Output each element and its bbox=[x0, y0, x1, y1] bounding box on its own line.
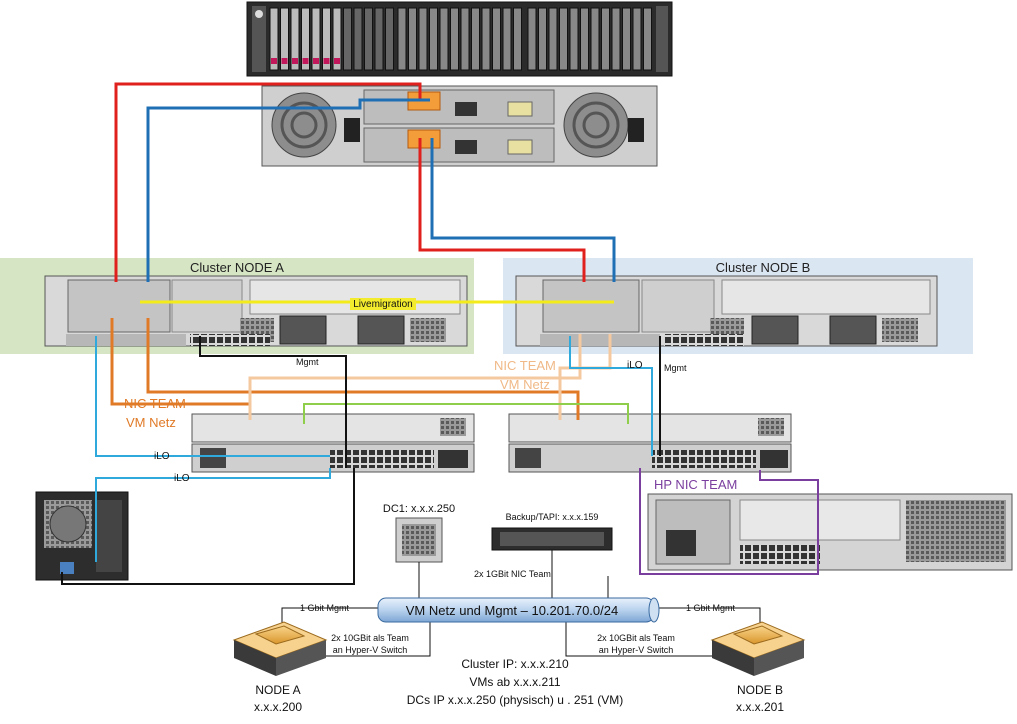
server-node-b bbox=[515, 275, 938, 347]
ilo-label-switch: iLO bbox=[154, 451, 170, 462]
nic-team-b-label: NIC TEAM bbox=[494, 358, 556, 373]
switch-right bbox=[508, 413, 792, 473]
cable-sas-red-a bbox=[114, 82, 422, 282]
cable-nic-team-a-2 bbox=[146, 318, 580, 420]
vm-netz-b-label: VM Netz bbox=[500, 377, 550, 392]
cable-vm-green bbox=[303, 403, 629, 424]
storage-array-front bbox=[246, 1, 673, 77]
livemigration-label: Livemigration bbox=[353, 299, 412, 310]
switch-left bbox=[191, 413, 475, 473]
hp-rack-server bbox=[647, 493, 1013, 571]
team-right-line2: an Hyper-V Switch bbox=[599, 645, 674, 655]
info-cluster-ip: Cluster IP: x.x.x.210 bbox=[461, 657, 569, 671]
vm-netz-a-label: VM Netz bbox=[126, 415, 176, 430]
cable-mgmt-tower bbox=[61, 468, 355, 585]
ilo-label-tower: iLO bbox=[174, 473, 190, 484]
network-bus bbox=[377, 597, 660, 623]
cable-nic-team-b-1 bbox=[248, 334, 582, 420]
cable-hp-team bbox=[639, 468, 819, 575]
backup-label: Backup/TAPI: x.x.x.159 bbox=[506, 512, 599, 522]
cable-sas-blue-b bbox=[430, 138, 616, 282]
team-left-line2: an Hyper-V Switch bbox=[333, 645, 408, 655]
dc1-label: DC1: x.x.x.250 bbox=[383, 503, 455, 515]
node-b-name: NODE B bbox=[737, 683, 783, 697]
team-right-line1: 2x 10GBit als Team bbox=[597, 633, 675, 643]
backup-server bbox=[491, 527, 613, 551]
cable-node-b-team bbox=[565, 622, 712, 657]
cluster-a-title: Cluster NODE A bbox=[190, 260, 284, 275]
backup-team-label: 2x 1GBit NIC Team bbox=[474, 569, 551, 579]
server-node-a bbox=[44, 275, 468, 347]
storage-array-rear bbox=[261, 85, 658, 167]
node-a-name: NODE A bbox=[255, 683, 300, 697]
cable-sas-red-b bbox=[418, 138, 586, 282]
info-vms: VMs ab x.x.x.211 bbox=[469, 675, 560, 689]
dc1-server bbox=[395, 517, 443, 563]
cable-node-a-mgmt bbox=[281, 607, 378, 628]
mgmt-label-a: Mgmt bbox=[296, 357, 319, 367]
cable-ilo-tower bbox=[95, 468, 331, 562]
tower-server bbox=[35, 491, 129, 581]
nic-team-a-label: NIC TEAM bbox=[124, 396, 186, 411]
cable-node-a-team bbox=[326, 622, 431, 657]
info-dcs: DCs IP x.x.x.250 (physisch) u . 251 (VM) bbox=[407, 693, 624, 707]
node-b-icon bbox=[710, 621, 806, 676]
cable-mgmt-a bbox=[199, 336, 347, 468]
node-b-ip: x.x.x.201 bbox=[736, 700, 784, 714]
team-left-line1: 2x 10GBit als Team bbox=[331, 633, 409, 643]
node-a-ip: x.x.x.200 bbox=[254, 700, 302, 714]
bus-label: VM Netz und Mgmt – 10.201.70.0/24 bbox=[406, 603, 618, 618]
cable-sas-blue-a bbox=[146, 98, 430, 282]
mgmt-right-label: 1 Gbit Mgmt bbox=[686, 603, 736, 613]
cable-ilo-a bbox=[95, 336, 330, 457]
ilo-label-b: iLO bbox=[627, 360, 643, 371]
cable-hp-team-2 bbox=[759, 470, 819, 546]
cable-layer bbox=[61, 82, 819, 657]
hp-nic-team-label: HP NIC TEAM bbox=[654, 477, 737, 492]
cable-node-b-mgmt bbox=[654, 607, 761, 628]
mgmt-left-label: 1 Gbit Mgmt bbox=[300, 603, 350, 613]
cluster-b-title: Cluster NODE B bbox=[716, 260, 811, 275]
node-a-icon bbox=[232, 621, 328, 676]
mgmt-label-b: Mgmt bbox=[664, 363, 687, 373]
cable-ilo-b bbox=[569, 336, 653, 456]
